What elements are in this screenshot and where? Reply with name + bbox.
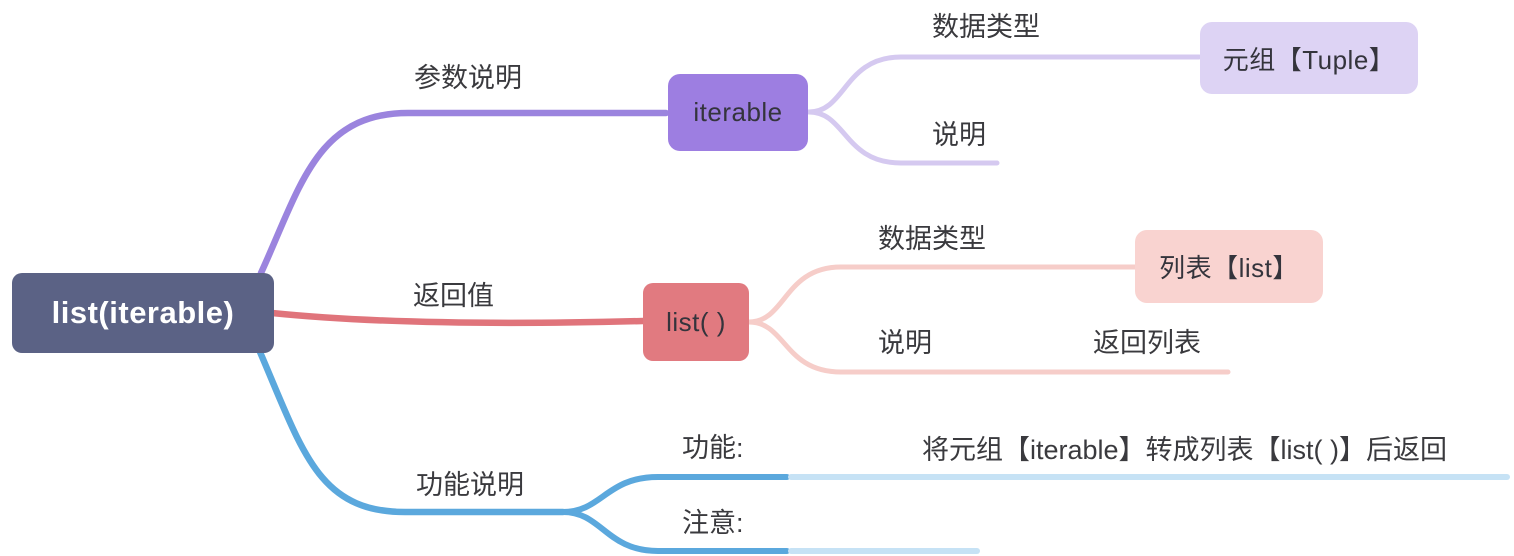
topic-iterable[interactable]: iterable — [668, 74, 808, 151]
branch-return-label[interactable]: 返回值 — [413, 281, 494, 311]
value-function-feature[interactable]: 将元组【iterable】转成列表【list( )】后返回 — [922, 435, 1448, 465]
topic-tuple[interactable]: 元组【Tuple】 — [1200, 22, 1418, 94]
connector-branch-return — [268, 309, 647, 327]
connector-params-desc — [806, 109, 1000, 166]
label-function-note[interactable]: 注意: — [682, 508, 744, 538]
branch-params-label[interactable]: 参数说明 — [414, 63, 522, 93]
connector-branch-function — [256, 348, 567, 516]
topic-list-call[interactable]: list( ) — [643, 283, 749, 361]
connector-function-note — [560, 509, 790, 554]
connector-return-desc — [746, 319, 1231, 375]
label-params-datatype[interactable]: 数据类型 — [932, 12, 1040, 42]
connector-function-feature — [560, 474, 790, 515]
connector-return-datatype — [746, 264, 1139, 325]
root-topic[interactable]: list(iterable) — [12, 273, 274, 353]
value-return-desc[interactable]: 返回列表 — [1093, 328, 1201, 358]
topic-list[interactable]: 列表【list】 — [1135, 230, 1323, 303]
label-return-desc[interactable]: 说明 — [878, 328, 932, 358]
connector-branch-params — [257, 109, 670, 277]
branch-function-label[interactable]: 功能说明 — [416, 470, 524, 500]
connector-params-datatype — [806, 54, 1202, 115]
label-function-feature[interactable]: 功能: — [682, 433, 744, 463]
label-return-datatype[interactable]: 数据类型 — [878, 224, 986, 254]
label-params-desc[interactable]: 说明 — [932, 120, 986, 150]
